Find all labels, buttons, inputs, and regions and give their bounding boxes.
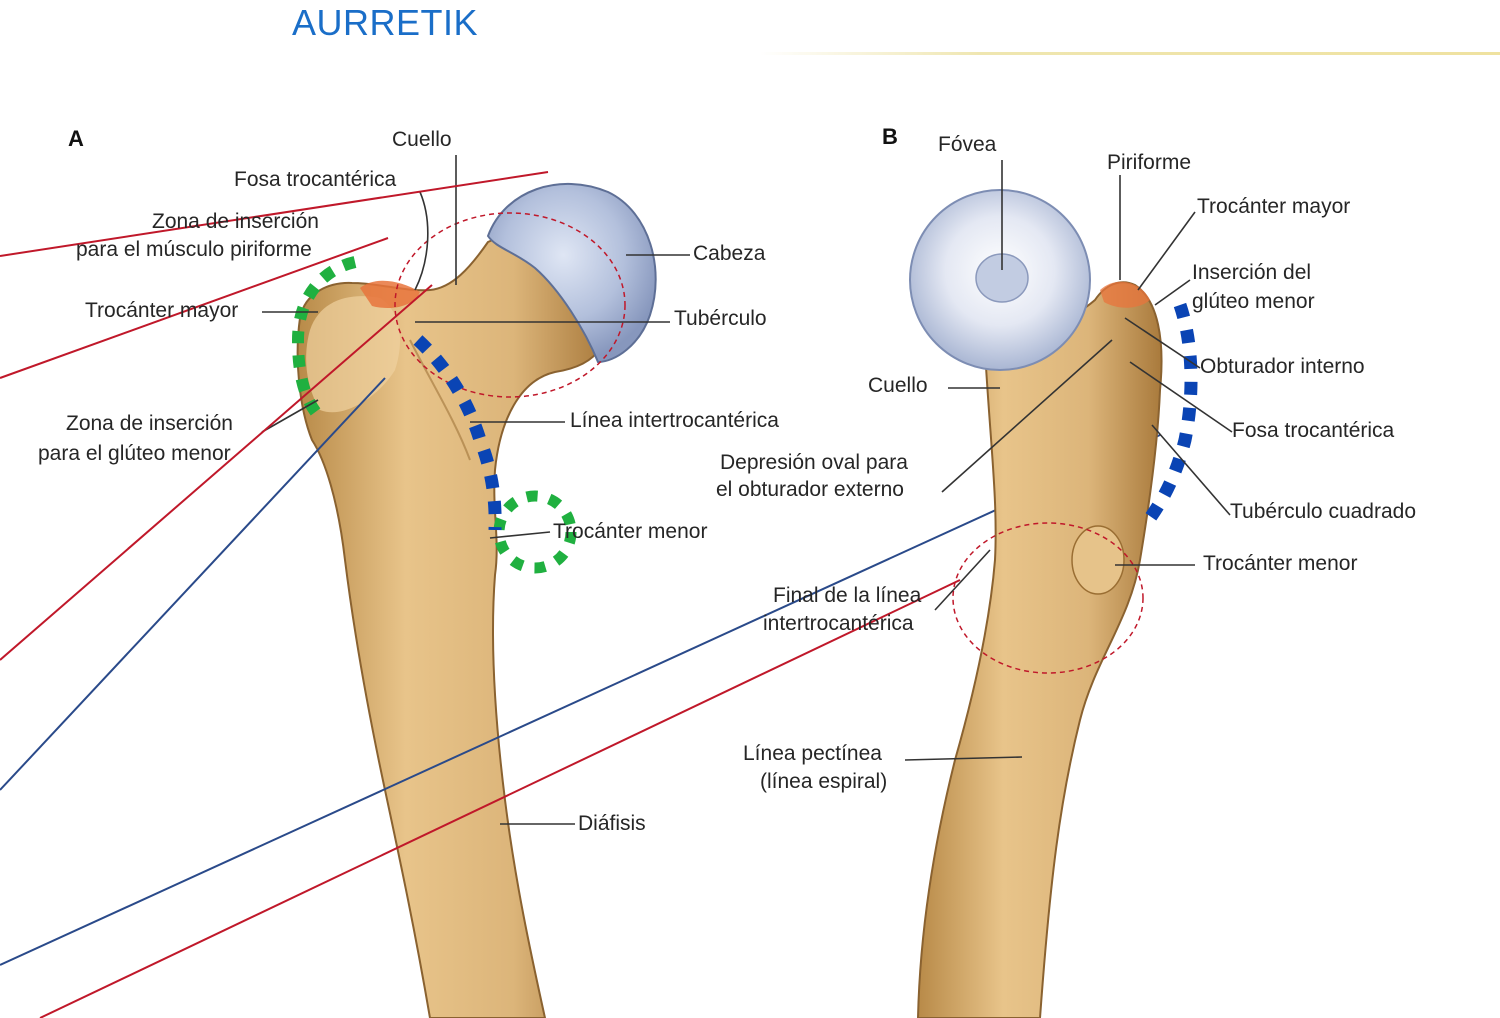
panel-a-letter: A xyxy=(68,126,84,151)
femur-posterior-view: B Fóvea Piriforme Trocánter mayor Inserc… xyxy=(716,124,1416,1018)
label-b-piriforme: Piriforme xyxy=(1107,151,1191,174)
label-b-linea-pectinea-2: (línea espiral) xyxy=(760,770,887,793)
overlay-red-line-2 xyxy=(0,237,389,379)
femur-anterior-view: A Cuello Fosa trocantérica Zona de inser… xyxy=(0,126,1161,1018)
label-a-cuello: Cuello xyxy=(392,128,452,151)
label-b-depresion-1: Depresión oval para xyxy=(720,451,908,474)
overlay-red-line-1 xyxy=(0,171,549,257)
femur-a-neck-dashed-circle xyxy=(394,212,626,398)
label-b-final-linea-1: Final de la línea xyxy=(773,584,922,607)
label-a-zona-piriforme-1: Zona de inserción xyxy=(152,210,319,233)
femur-a-ridge xyxy=(409,339,471,461)
blue-marker-intertrochanteric xyxy=(413,335,502,531)
overlay-lines xyxy=(0,171,1161,1018)
femur-a-piriform-insertion xyxy=(360,280,420,309)
femur-b-dashed-circle xyxy=(952,522,1144,674)
label-a-trocanter-menor: Trocánter menor xyxy=(553,520,707,543)
label-b-trocanter-menor: Trocánter menor xyxy=(1203,552,1357,575)
label-a-fosa-trocanterica: Fosa trocantérica xyxy=(234,168,397,191)
label-b-cuello: Cuello xyxy=(868,374,928,397)
femur-b-trochanter-insertion xyxy=(1100,281,1150,308)
label-b-insercion-gluteo-1: Inserción del xyxy=(1192,261,1311,284)
label-a-linea-intertrocanterica: Línea intertrocantérica xyxy=(570,409,779,432)
panel-b-letter: B xyxy=(882,124,898,149)
femur-b-bone xyxy=(916,281,1163,1018)
overlay-blue-line-1 xyxy=(0,377,386,791)
label-b-trocanter-mayor: Trocánter mayor xyxy=(1197,195,1350,218)
label-b-fovea: Fóvea xyxy=(938,133,997,156)
label-a-zona-piriforme-2: para el músculo piriforme xyxy=(76,238,312,261)
panel-a-leaders xyxy=(261,155,690,825)
label-a-zona-gluteo-1: Zona de inserción xyxy=(66,412,233,435)
blue-marker-posterior xyxy=(1139,302,1198,529)
label-a-tuberculo: Tubérculo xyxy=(674,307,767,330)
label-a-diafisis: Diáfisis xyxy=(578,812,646,835)
header-rule xyxy=(760,52,1500,55)
overlay-red-line-4 xyxy=(39,579,961,1018)
label-b-insercion-gluteo-2: glúteo menor xyxy=(1192,290,1315,313)
label-b-tuberculo-cuadrado: Tubérculo cuadrado xyxy=(1230,500,1416,523)
green-marker-trochanter-major xyxy=(291,256,357,419)
overlay-blue-line-2 xyxy=(0,434,1161,966)
femur-a-head xyxy=(486,183,657,364)
label-b-final-linea-2: intertrocantérica xyxy=(763,612,914,635)
green-marker-trochanter-minor xyxy=(493,490,577,574)
label-b-depresion-2: el obturador externo xyxy=(716,478,904,501)
panel-b-leaders xyxy=(904,160,1233,761)
label-b-obturador-interno: Obturador interno xyxy=(1200,355,1365,378)
femur-a-bone xyxy=(296,237,607,1018)
label-a-trocanter-mayor: Trocánter mayor xyxy=(85,299,238,322)
label-a-cabeza: Cabeza xyxy=(693,242,766,265)
label-b-linea-pectinea-1: Línea pectínea xyxy=(743,742,882,765)
overlay-red-line-3 xyxy=(0,284,433,661)
label-b-fosa-trocanterica: Fosa trocantérica xyxy=(1232,419,1395,442)
label-a-zona-gluteo-2: para el glúteo menor xyxy=(38,442,231,465)
slide-title: AURRETIK xyxy=(292,2,479,43)
femur-b-lesser-trochanter xyxy=(1071,525,1125,595)
